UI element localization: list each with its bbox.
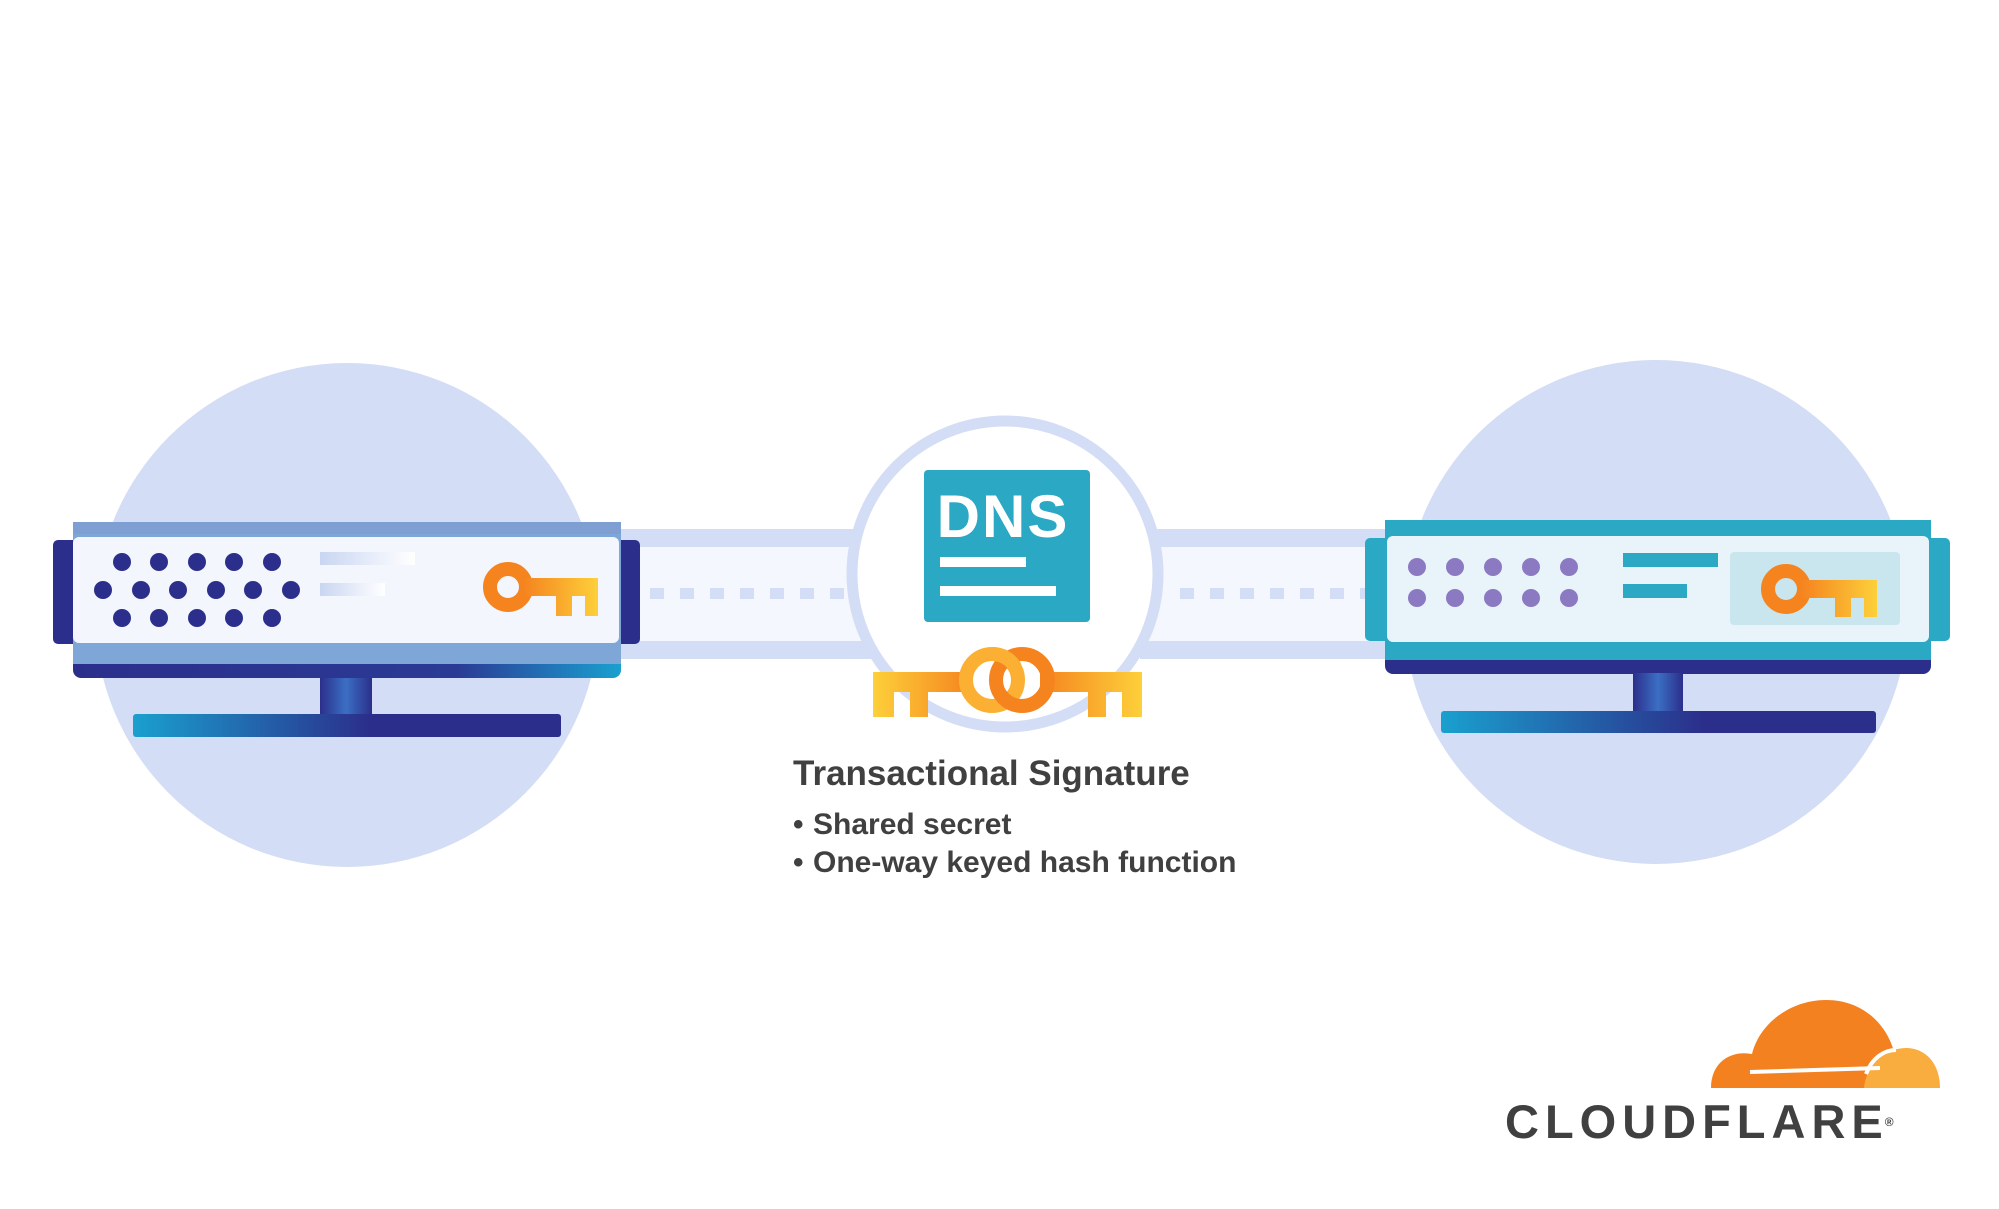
left-server-indicator-dots bbox=[94, 553, 300, 627]
left-server-stand bbox=[320, 678, 372, 718]
caption-bullet: •Shared secret bbox=[793, 808, 1012, 841]
dns-node: DNS bbox=[846, 415, 1164, 733]
right-server bbox=[1365, 360, 1950, 864]
caption-title: Transactional Signature bbox=[793, 754, 1190, 793]
caption-bullet-list: •Shared secret •One-way keyed hash funct… bbox=[793, 806, 1236, 882]
left-key-icon bbox=[483, 562, 598, 616]
dns-badge-text: DNS bbox=[937, 483, 1070, 550]
connection-right bbox=[1140, 529, 1390, 659]
cloudflare-logo-wordmark: CLOUDFLARE® bbox=[1505, 1095, 1894, 1148]
right-server-base bbox=[1441, 711, 1876, 733]
caption-bullet: •One-way keyed hash function bbox=[793, 846, 1237, 879]
caption: Transactional Signature •Shared secret •… bbox=[793, 752, 1236, 882]
right-server-indicator-dots bbox=[1408, 558, 1578, 607]
connection-left bbox=[620, 529, 875, 659]
left-server-base bbox=[133, 714, 561, 737]
right-server-stand bbox=[1633, 673, 1683, 715]
linked-keys-icon bbox=[873, 647, 1142, 717]
dns-document-icon bbox=[924, 470, 1090, 622]
right-key-icon bbox=[1761, 564, 1877, 617]
left-server bbox=[53, 363, 640, 867]
cloudflare-cloud-icon bbox=[1711, 1000, 1940, 1088]
